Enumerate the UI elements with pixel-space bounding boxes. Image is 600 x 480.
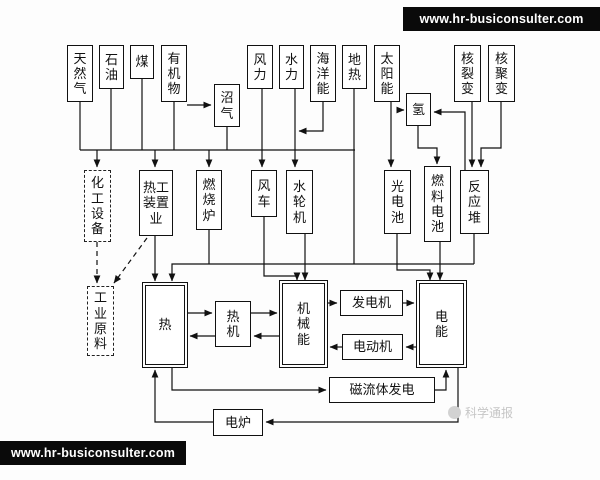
node-wind-power: 风力 — [247, 45, 273, 89]
node-hydrogen: 氢 — [406, 93, 431, 126]
node-photocell: 光电池 — [384, 170, 411, 234]
node-nuclear-fission: 核裂变 — [454, 45, 481, 102]
node-coal: 煤 — [130, 45, 154, 79]
node-ocean-energy: 海洋能 — [310, 45, 336, 102]
node-generator: 发电机 — [340, 290, 403, 316]
node-heat: 热 — [142, 282, 188, 368]
node-industrial-raw-material: 工业原料 — [87, 286, 114, 356]
node-natural-gas: 天然气 — [67, 45, 93, 102]
node-biogas: 沼气 — [214, 84, 240, 127]
node-mhd-generation: 磁流体发电 — [329, 377, 435, 403]
node-mechanical-energy: 机械能 — [279, 280, 328, 368]
node-organic-matter: 有机物 — [161, 45, 187, 102]
node-water-turbine: 水轮机 — [286, 170, 313, 234]
node-reactor: 反应堆 — [460, 170, 489, 234]
node-windmill: 风车 — [251, 170, 277, 217]
watermark-banner-bottom: www.hr-busiconsulter.com — [0, 441, 186, 465]
node-nuclear-fusion: 核聚变 — [488, 45, 515, 102]
node-chemical-equipment: 化工设备 — [84, 170, 111, 242]
node-water-power: 水力 — [279, 45, 304, 89]
node-petroleum: 石油 — [99, 45, 124, 89]
node-solar-energy: 太阳能 — [374, 45, 400, 102]
node-fuel-cell: 燃料电池 — [424, 166, 451, 242]
node-combustion-furnace: 燃烧炉 — [196, 170, 222, 230]
watermark-banner-top: www.hr-busiconsulter.com — [403, 7, 600, 31]
node-electric-motor: 电动机 — [342, 334, 403, 360]
node-electric-furnace: 电炉 — [213, 409, 263, 436]
journal-logo-text: 科学通报 — [465, 406, 514, 420]
journal-logo-icon — [448, 406, 461, 419]
journal-watermark: 科学通报 — [448, 404, 513, 421]
node-heat-engine: 热机 — [215, 301, 251, 347]
node-thermal-device: 热工装置业 — [139, 170, 173, 236]
node-geothermal: 地热 — [342, 45, 367, 89]
node-electric-energy: 电能 — [416, 280, 467, 368]
